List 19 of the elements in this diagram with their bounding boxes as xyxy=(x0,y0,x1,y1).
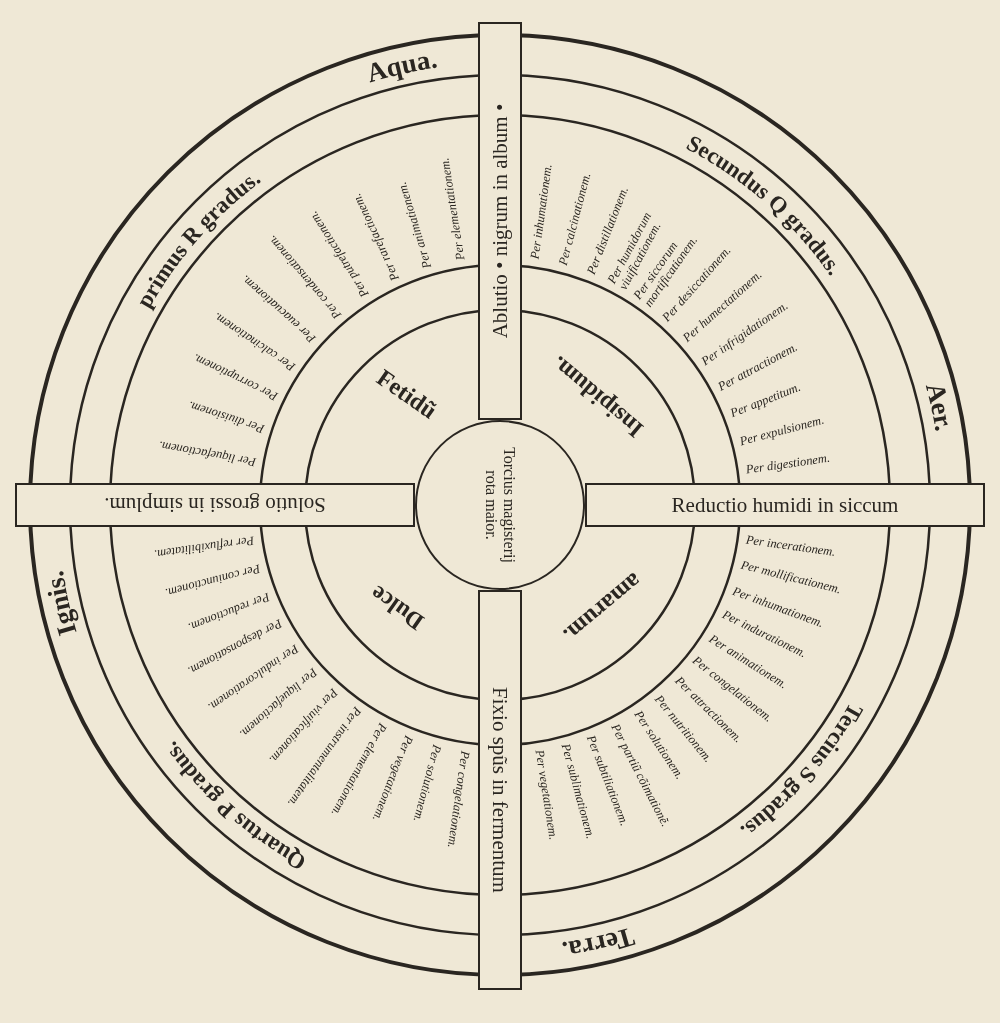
operation-text: Per digestionem. xyxy=(744,450,832,477)
bar-label: Fixio spũs in fermentum xyxy=(488,687,512,893)
bar-label: Ablutio • nigrum in album • xyxy=(488,103,512,339)
bar-box xyxy=(15,483,415,527)
ring-title: Terra. xyxy=(560,921,638,967)
ring-title: Aqua. xyxy=(363,43,439,89)
bar-box xyxy=(478,590,522,990)
operation-text: Per solutionem. xyxy=(410,743,444,826)
bar-label: Reductio humidi in siccum xyxy=(671,493,899,517)
bar-box xyxy=(478,22,522,420)
operation-text: Per inhumationem. xyxy=(528,162,556,261)
bar-label: Solutio grossi in simplum. xyxy=(104,493,326,517)
operation-text: Per incerationem. xyxy=(744,533,837,561)
center-label: Torcius magisterij rota maior. xyxy=(482,446,518,565)
operation-text: Per vegetationem. xyxy=(532,748,561,843)
operation-text: Per refluxibilitatem. xyxy=(152,533,256,563)
bar-box xyxy=(585,483,985,527)
operation-text: Per congelationem. xyxy=(444,749,472,851)
operation-text: Per elementationem. xyxy=(436,155,468,262)
